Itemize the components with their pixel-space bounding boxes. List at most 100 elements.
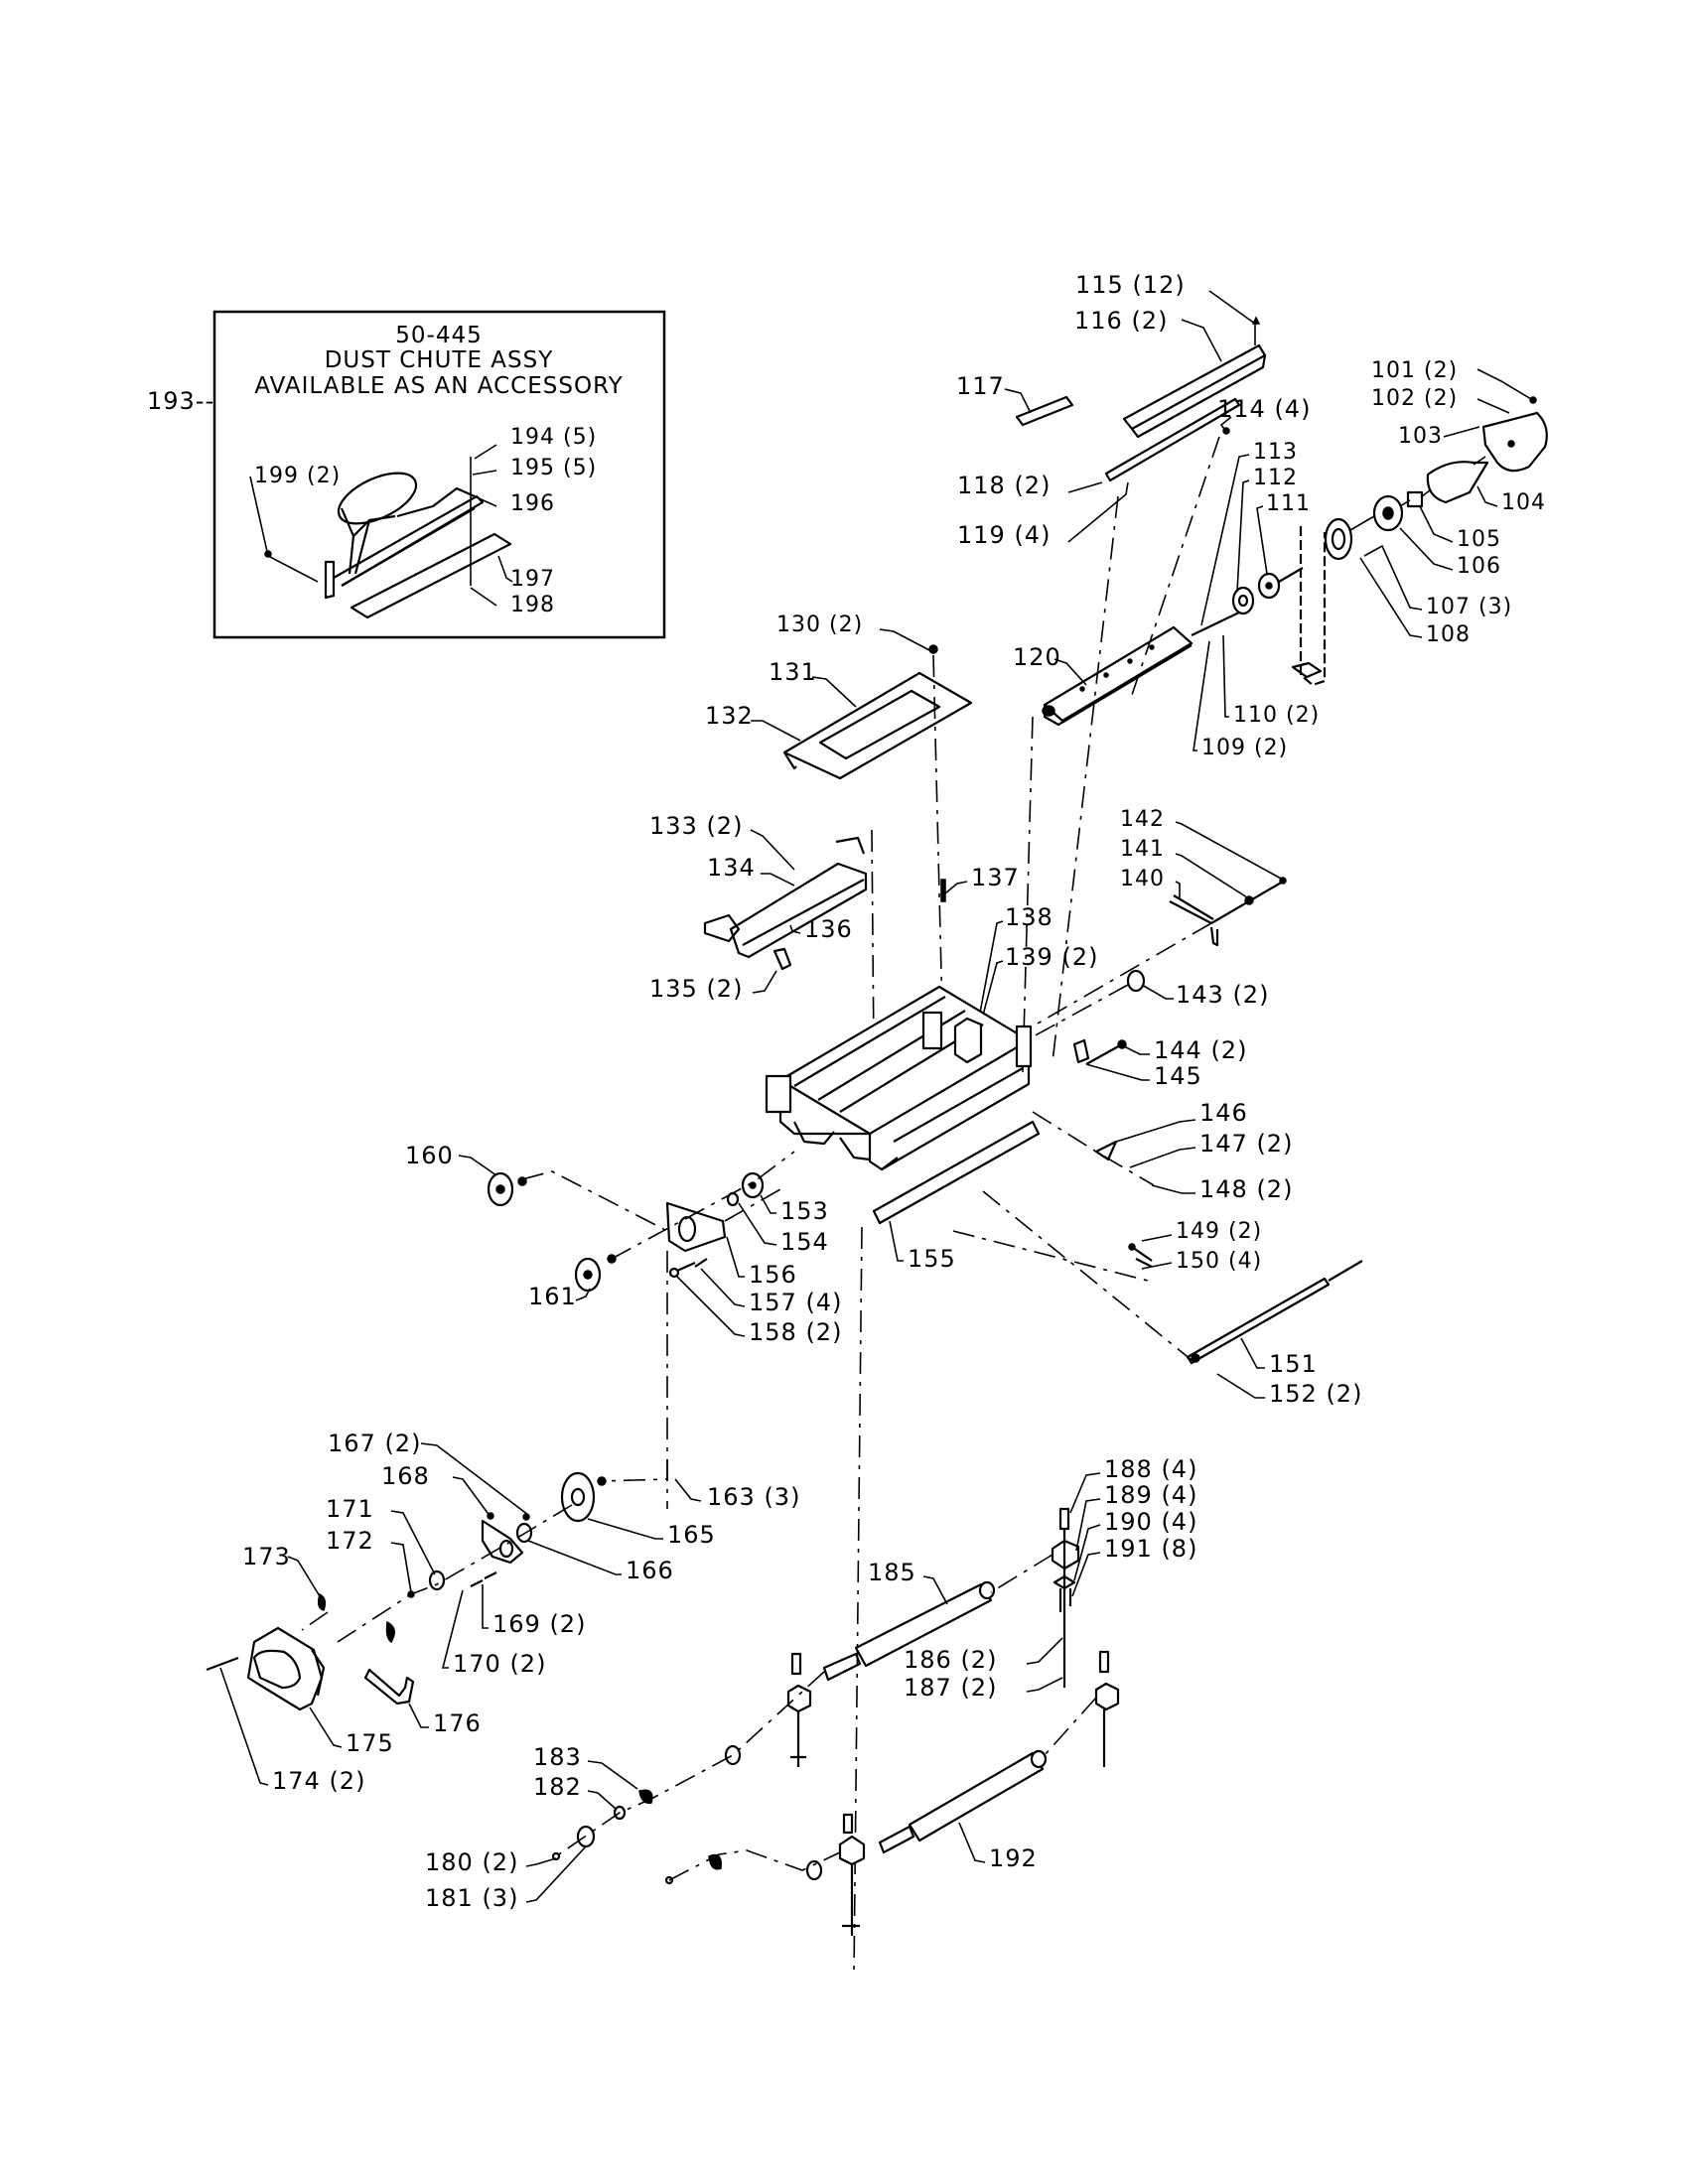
label-175: 175 (346, 1729, 394, 1757)
label-181: 181 (3) (425, 1884, 518, 1912)
label-171: 171 (326, 1495, 374, 1523)
dust-chute-part-196 (324, 472, 485, 600)
label-191: 191 (8) (1104, 1535, 1197, 1563)
bracket-146 (1094, 1140, 1118, 1161)
frame-post-left (765, 1074, 792, 1114)
label-167: 167 (2) (328, 1430, 421, 1457)
inset-title-name: DUST CHUTE ASSY (325, 347, 554, 373)
callout-193: 193-- (147, 387, 214, 415)
gib-118 (1104, 397, 1241, 482)
guard-104 (1426, 461, 1489, 504)
label-105: 105 (1457, 527, 1501, 552)
inset-title-model: 50-445 (395, 323, 482, 348)
label-149: 149 (2) (1176, 1219, 1262, 1244)
label-102: 102 (2) (1371, 386, 1458, 411)
label-151: 151 (1269, 1350, 1318, 1378)
label-145: 145 (1154, 1062, 1202, 1090)
label-116: 116 (2) (1074, 307, 1168, 335)
label-156: 156 (749, 1261, 797, 1289)
bearing-112 (1231, 586, 1255, 615)
label-115: 115 (12) (1075, 271, 1186, 299)
label-142: 142 (1120, 807, 1165, 832)
planer-base-frame: 155 (765, 985, 1041, 1273)
label-154: 154 (780, 1228, 829, 1256)
label-107: 107 (3) (1426, 595, 1512, 619)
label-192: 192 (989, 1844, 1038, 1872)
label-194: 194 (5) (510, 425, 597, 450)
bearing-housing-108 (1324, 517, 1353, 561)
label-143: 143 (2) (1176, 981, 1269, 1009)
dust-chute-plate-197 (350, 532, 512, 619)
rod-group: 149 (2) 150 (4) 151 152 (2) (952, 1190, 1363, 1408)
label-155: 155 (908, 1245, 956, 1273)
inset-title-note: AVAILABLE AS AN ACCESSORY (254, 373, 623, 399)
label-172: 172 (326, 1527, 374, 1555)
label-141: 141 (1120, 837, 1165, 862)
spring-stop-group: 137 138 139 (2) (940, 864, 1097, 1029)
label-165: 165 (667, 1521, 716, 1549)
label-182: 182 (533, 1773, 582, 1801)
label-133: 133 (2) (649, 812, 743, 840)
knife-group: 115 (12) 116 (2) 117 114 (4) 118 (2) 119… (956, 271, 1310, 549)
label-101: 101 (2) (1371, 358, 1458, 383)
label-111: 111 (1266, 491, 1311, 516)
label-108: 108 (1426, 622, 1471, 647)
label-130: 130 (2) (776, 613, 863, 637)
label-170: 170 (2) (453, 1650, 546, 1678)
label-180: 180 (2) (425, 1848, 518, 1876)
label-144: 144 (2) (1154, 1036, 1247, 1064)
nut-105 (1406, 490, 1424, 508)
label-187: 187 (2) (904, 1674, 997, 1702)
label-104: 104 (1501, 490, 1546, 515)
inset-frame (212, 310, 666, 639)
handle-140 (1169, 894, 1214, 924)
spring-137 (940, 879, 946, 902)
label-138: 138 (1005, 903, 1053, 931)
label-152: 152 (2) (1269, 1380, 1362, 1408)
label-199: 199 (2) (254, 464, 341, 488)
label-118: 118 (2) (957, 472, 1051, 499)
handwheel-group: 163 (3) 165 166 167 (2) 168 171 172 173 … (206, 1430, 800, 1795)
bushing-143 (1126, 969, 1146, 993)
label-131: 131 (769, 658, 817, 686)
motor-cover-103 (1481, 411, 1548, 473)
label-188: 188 (4) (1104, 1455, 1197, 1483)
frame-post-right (1015, 1024, 1033, 1068)
lock-handle-group: 142 141 140 143 (2) (912, 807, 1287, 1103)
gear-block-138 (953, 1017, 983, 1064)
label-190: 190 (4) (1104, 1508, 1197, 1536)
label-137: 137 (971, 864, 1020, 891)
label-197: 197 (510, 567, 555, 592)
label-169: 169 (2) (492, 1610, 586, 1638)
label-135: 135 (2) (649, 975, 743, 1003)
knife-117 (1015, 395, 1074, 427)
cutterhead-group: 113 112 111 120 110 (2) 109 (2) (1013, 436, 1327, 1073)
rod-151 (1186, 1277, 1331, 1365)
bumper-135 (772, 947, 792, 971)
sprocket-165 (560, 1471, 596, 1523)
gearbox-group: 160 161 153 154 156 157 (4) 158 (2) (405, 1142, 863, 1977)
label-140: 140 (1120, 867, 1165, 891)
label-134: 134 (707, 854, 756, 882)
cutterhead-120 (1043, 625, 1193, 723)
label-157: 157 (4) (749, 1289, 842, 1316)
label-150: 150 (4) (1176, 1249, 1262, 1274)
belt-bracket (1299, 526, 1327, 687)
label-189: 189 (4) (1104, 1481, 1197, 1509)
hex-wrench-176 (363, 1668, 415, 1706)
label-120: 120 (1013, 643, 1061, 671)
label-158: 158 (2) (749, 1318, 842, 1346)
table-group: 130 (2) 131 132 (705, 613, 973, 1053)
label-195: 195 (5) (510, 456, 597, 480)
label-110: 110 (2) (1233, 703, 1320, 728)
label-196: 196 (510, 491, 555, 516)
label-174: 174 (2) (272, 1767, 365, 1795)
clip-173 (317, 1592, 327, 1611)
label-186: 186 (2) (904, 1646, 997, 1674)
dust-chute-inset: 193-- 50-445 DUST CHUTE ASSY AVAILABLE A… (147, 310, 666, 639)
screw-130 (928, 644, 938, 654)
label-163: 163 (3) (707, 1483, 800, 1511)
label-161: 161 (528, 1283, 577, 1310)
outfeed-roller-192 (908, 1751, 1045, 1843)
